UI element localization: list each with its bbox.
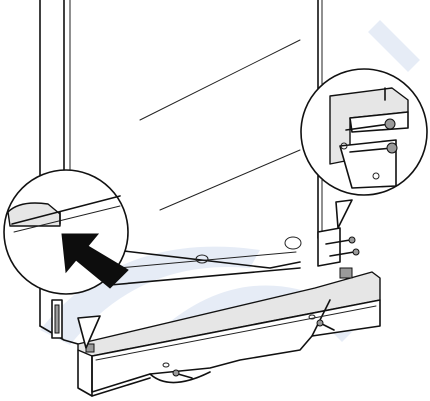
plinth-base xyxy=(77,267,381,397)
direction-arrow-icon xyxy=(61,233,129,289)
detail-callout-left xyxy=(3,169,129,349)
screw xyxy=(172,319,335,379)
mounting-bracket-small xyxy=(317,227,360,267)
detail-callout-right xyxy=(300,68,428,229)
